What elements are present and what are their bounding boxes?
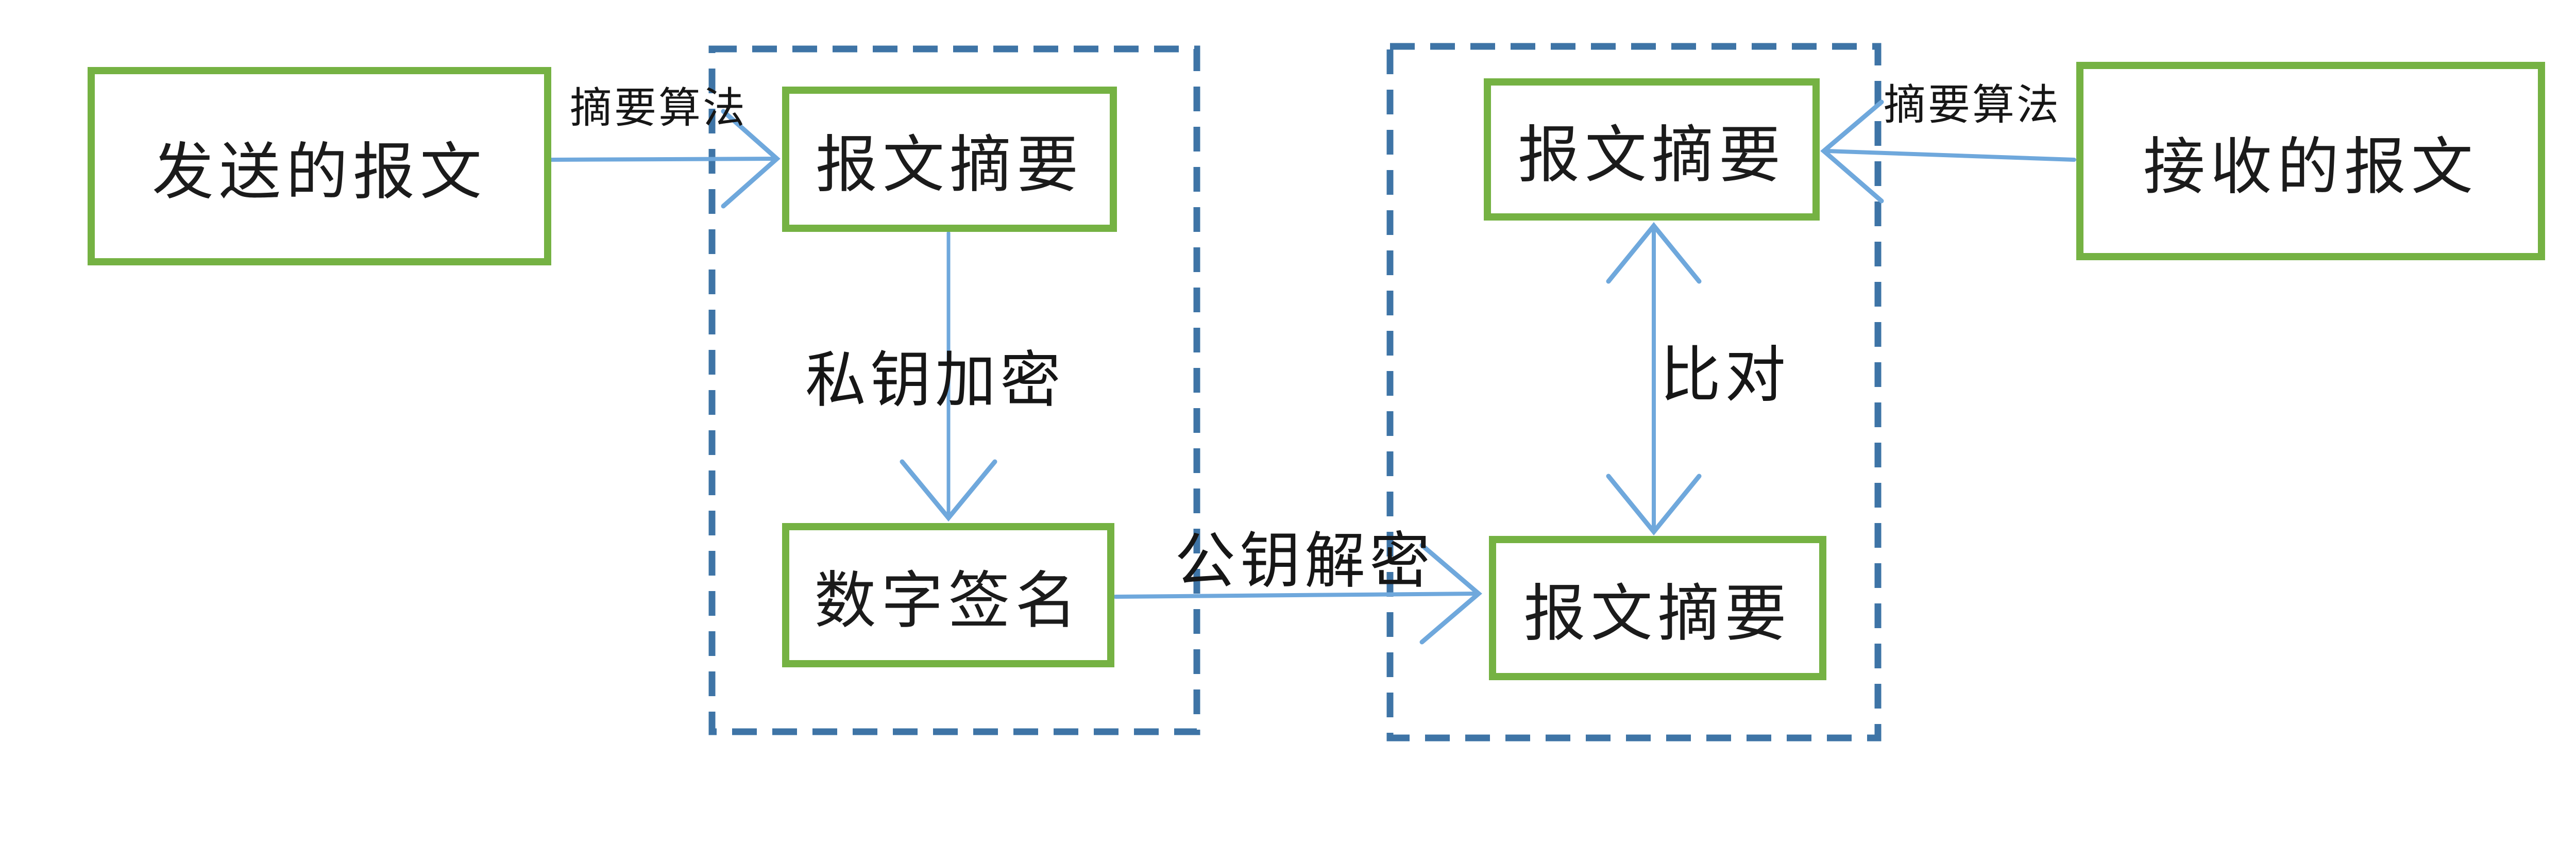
edge-label-compare: 比对: [1659, 342, 1790, 410]
node-sent-message-label: 发送的报文: [152, 138, 487, 207]
digest-algorithm-right-arrow: [1820, 99, 2076, 204]
node-digest-receiver-bottom-label: 报文摘要: [1523, 580, 1792, 648]
node-digest-receiver-top-label: 报文摘要: [1518, 121, 1786, 190]
edge-label-digest-algorithm-left: 摘要算法: [569, 85, 748, 132]
node-digest-sender: 报文摘要: [782, 87, 1117, 232]
edge-label-digest-algorithm-right: 摘要算法: [1883, 81, 2061, 129]
edge-label-public-key-decrypt: 公钥解密: [1174, 528, 1435, 596]
receiver-dashed-container: [1386, 43, 1882, 742]
node-digest-receiver-top: 报文摘要: [1484, 78, 1820, 221]
digest-algorithm-left-arrow: [548, 109, 781, 209]
node-sent-message: 发送的报文: [88, 67, 551, 265]
node-received-message: 接收的报文: [2076, 62, 2545, 260]
node-received-message-label: 接收的报文: [2143, 132, 2478, 201]
compare-double-arrow: [1606, 222, 1702, 536]
node-digital-signature: 数字签名: [782, 523, 1114, 667]
sender-dashed-container: [708, 45, 1200, 735]
private-key-encrypt-arrow: [900, 231, 997, 522]
node-digest-receiver-bottom: 报文摘要: [1489, 536, 1826, 680]
node-digest-sender-label: 报文摘要: [816, 131, 1083, 199]
public-key-decrypt-arrow: [1113, 543, 1482, 645]
node-digital-signature-label: 数字签名: [814, 567, 1082, 635]
edge-label-private-key-encrypt: 私钥加密: [805, 347, 1065, 415]
